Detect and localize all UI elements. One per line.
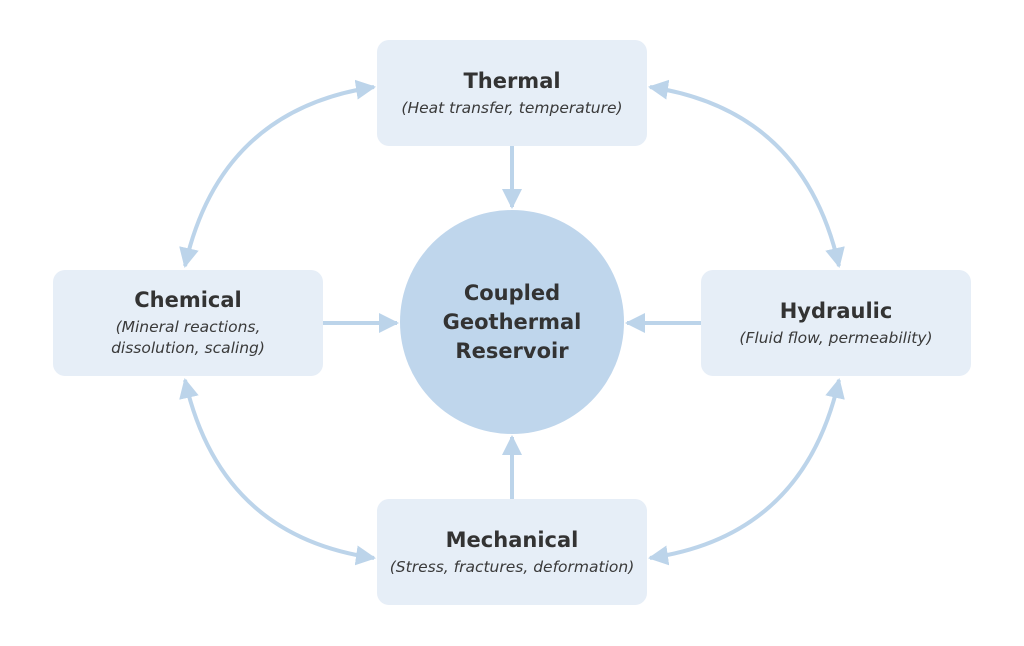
node-chemical: Chemical (Mineral reactions, dissolution… xyxy=(53,270,323,376)
arrow-chemical-mechanical xyxy=(179,378,376,566)
node-thermal-subtitle: (Heat transfer, temperature) xyxy=(401,98,623,117)
center-node-reservoir: Coupled Geothermal Reservoir xyxy=(400,210,624,434)
node-thermal-title: Thermal xyxy=(463,68,561,93)
arrow-thermal-chemical xyxy=(179,79,376,268)
node-hydraulic-title: Hydraulic xyxy=(779,298,893,323)
center-node-label: Coupled Geothermal Reservoir xyxy=(442,280,582,363)
node-hydraulic-subtitle: (Fluid flow, permeability) xyxy=(739,328,933,347)
node-mechanical: Mechanical (Stress, fractures, deformati… xyxy=(377,499,647,605)
arrow-thermal-hydraulic xyxy=(648,79,845,268)
node-hydraulic: Hydraulic (Fluid flow, permeability) xyxy=(701,270,971,376)
node-chemical-title: Chemical xyxy=(134,288,242,312)
node-mechanical-title: Mechanical xyxy=(445,527,579,552)
node-chemical-subtitle: (Mineral reactions, dissolution, scaling… xyxy=(111,318,265,357)
node-mechanical-subtitle: (Stress, fractures, deformation) xyxy=(389,557,635,576)
node-thermal: Thermal (Heat transfer, temperature) xyxy=(377,40,647,146)
arrow-hydraulic-mechanical xyxy=(648,378,845,566)
